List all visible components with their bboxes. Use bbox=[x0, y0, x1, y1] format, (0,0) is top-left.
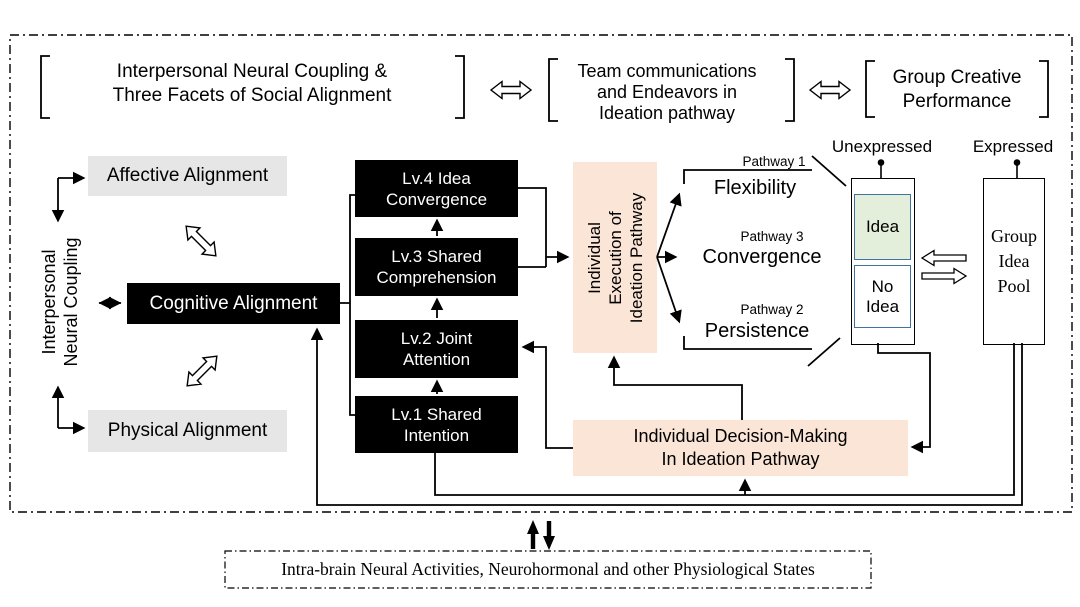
bracket-right-3-icon bbox=[1039, 60, 1049, 118]
unexpressed-pin-dot bbox=[877, 159, 885, 166]
pathway2-tag: Pathway 2 bbox=[712, 302, 832, 317]
persistence-text: Persistence bbox=[704, 320, 810, 342]
level2-line1: Lv.2 Joint bbox=[400, 329, 473, 348]
execution-line1: Individual bbox=[584, 221, 604, 294]
level3-line2: Comprehension bbox=[376, 268, 497, 287]
bracket-right-1-icon bbox=[455, 55, 465, 119]
unexpressed-label: Unexpressed bbox=[822, 137, 942, 157]
convergence-text: Convergence bbox=[702, 246, 822, 268]
execution-line3: Ideation Pathway bbox=[626, 192, 646, 323]
group-pool-line3: Pool bbox=[997, 276, 1031, 296]
level4-idea-convergence-box: Lv.4 Idea Convergence bbox=[355, 160, 518, 217]
intra-brain-states-box: Intra-brain Neural Activities, Neurohorm… bbox=[225, 551, 871, 588]
diagonal-double-arrow-icon bbox=[185, 225, 217, 257]
level1-line2: Intention bbox=[403, 425, 470, 445]
left-exchange-arrow-icon bbox=[920, 249, 967, 267]
level1-line1: Lv.1 Shared bbox=[391, 404, 482, 424]
unexpressed-text: Unexpressed bbox=[831, 137, 933, 156]
pathway1-tag: Pathway 1 bbox=[714, 154, 834, 169]
branch-persistence-arrow bbox=[656, 256, 682, 324]
no-idea-line2: Idea bbox=[865, 296, 900, 316]
bracket-left-1-icon bbox=[40, 55, 50, 119]
header-group-creative: Group Creative Performance bbox=[877, 66, 1037, 114]
bracket-left-3-icon bbox=[865, 60, 875, 118]
level3-line1: Lv.3 Shared bbox=[391, 247, 482, 266]
pathway3-tag: Pathway 3 bbox=[712, 229, 832, 244]
coupling-line2: Neural Coupling bbox=[61, 237, 81, 367]
double-arrow-icon bbox=[489, 80, 533, 100]
expressed-label: Expressed bbox=[953, 137, 1073, 157]
convergence-label: Convergence bbox=[692, 246, 832, 269]
execution-branches bbox=[656, 192, 682, 324]
level4-line1: Lv.4 Idea bbox=[402, 168, 471, 188]
level3-shared-comprehension-box: Lv.3 Shared Comprehension bbox=[355, 238, 518, 296]
idea-text: Idea bbox=[865, 217, 900, 236]
branch-flexibility-arrow bbox=[656, 192, 682, 258]
cognitive-levels-bracket bbox=[340, 194, 356, 416]
down-arrow-icon bbox=[543, 521, 555, 550]
no-idea-cell: No Idea bbox=[854, 265, 911, 328]
pathway2-tag-text: Pathway 2 bbox=[740, 302, 804, 317]
decision-line2: In Ideation Pathway bbox=[661, 449, 820, 469]
header-group-line1: Group Creative bbox=[892, 67, 1022, 88]
level2-joint-attention-box: Lv.2 Joint Attention bbox=[355, 320, 518, 378]
group-pool-line1: Group bbox=[991, 226, 1037, 246]
pathway1-tag-text: Pathway 1 bbox=[742, 154, 806, 169]
physical-alignment-label: Physical Alignment bbox=[107, 420, 268, 441]
expressed-pin-dot bbox=[1013, 159, 1021, 166]
individual-execution-box: Individual Execution of Ideation Pathway bbox=[573, 162, 657, 353]
header-team-line3: Ideation pathway bbox=[598, 103, 736, 123]
bracket-right-2-icon bbox=[785, 58, 795, 122]
label-pins bbox=[877, 159, 1021, 178]
level2-line2: Attention bbox=[402, 350, 471, 369]
header-team-line2: and Endeavors in bbox=[596, 82, 738, 102]
affective-alignment-box: Affective Alignment bbox=[88, 156, 287, 196]
header-team-line1: Team communications bbox=[577, 61, 757, 81]
header-neural-coupling: Interpersonal Neural Coupling & Three Fa… bbox=[62, 60, 442, 108]
decision-to-execution-arrow bbox=[607, 355, 743, 420]
interpersonal-neural-coupling-label: Interpersonal Neural Coupling bbox=[37, 202, 83, 402]
intra-brain-states-text: Intra-brain Neural Activities, Neurohorm… bbox=[281, 559, 815, 579]
up-arrow-icon bbox=[527, 520, 539, 549]
levels-to-execution bbox=[518, 187, 570, 268]
diagonal-double-arrow-icon bbox=[186, 355, 218, 387]
header-neural-coupling-line2: Three Facets of Social Alignment bbox=[112, 85, 392, 106]
coupling-line1: Interpersonal bbox=[39, 249, 59, 355]
double-arrow-icon bbox=[808, 80, 852, 100]
header-group-line2: Performance bbox=[902, 91, 1012, 112]
header-neural-coupling-line1: Interpersonal Neural Coupling & bbox=[116, 61, 388, 82]
pathway3-tag-text: Pathway 3 bbox=[740, 229, 804, 244]
physical-alignment-box: Physical Alignment bbox=[88, 410, 287, 452]
flexibility-label: Flexibility bbox=[695, 177, 815, 200]
header-team-communications: Team communications and Endeavors in Ide… bbox=[557, 61, 777, 124]
cognitive-alignment-label: Cognitive Alignment bbox=[149, 292, 318, 314]
exchange-arrows-icon bbox=[920, 249, 968, 285]
intra-brain-exchange-arrows bbox=[527, 520, 555, 550]
cognitive-alignment-box: Cognitive Alignment bbox=[127, 283, 340, 324]
decision-line1: Individual Decision-Making bbox=[633, 426, 848, 446]
idea-cell: Idea bbox=[854, 194, 911, 260]
affective-alignment-label: Affective Alignment bbox=[106, 165, 269, 186]
group-pool-line2: Idea bbox=[998, 251, 1030, 271]
execution-line2: Execution of bbox=[605, 210, 625, 305]
level1-shared-intention-box: Lv.1 Shared Intention bbox=[355, 396, 518, 453]
level4-line2: Convergence bbox=[385, 189, 488, 209]
group-idea-pool-box: Group Idea Pool bbox=[983, 178, 1045, 345]
decision-to-lv2-arrow bbox=[521, 340, 573, 449]
no-idea-line1: No bbox=[871, 276, 894, 296]
individual-decision-making-box: Individual Decision-Making In Ideation P… bbox=[573, 420, 908, 476]
expressed-text: Expressed bbox=[972, 137, 1054, 156]
flexibility-text: Flexibility bbox=[713, 177, 797, 199]
individual-execution-text: Individual Execution of Ideation Pathway bbox=[582, 163, 648, 353]
right-exchange-arrow-icon bbox=[921, 267, 968, 285]
lv4-out-line bbox=[518, 187, 547, 267]
persistence-label: Persistence bbox=[697, 320, 817, 343]
